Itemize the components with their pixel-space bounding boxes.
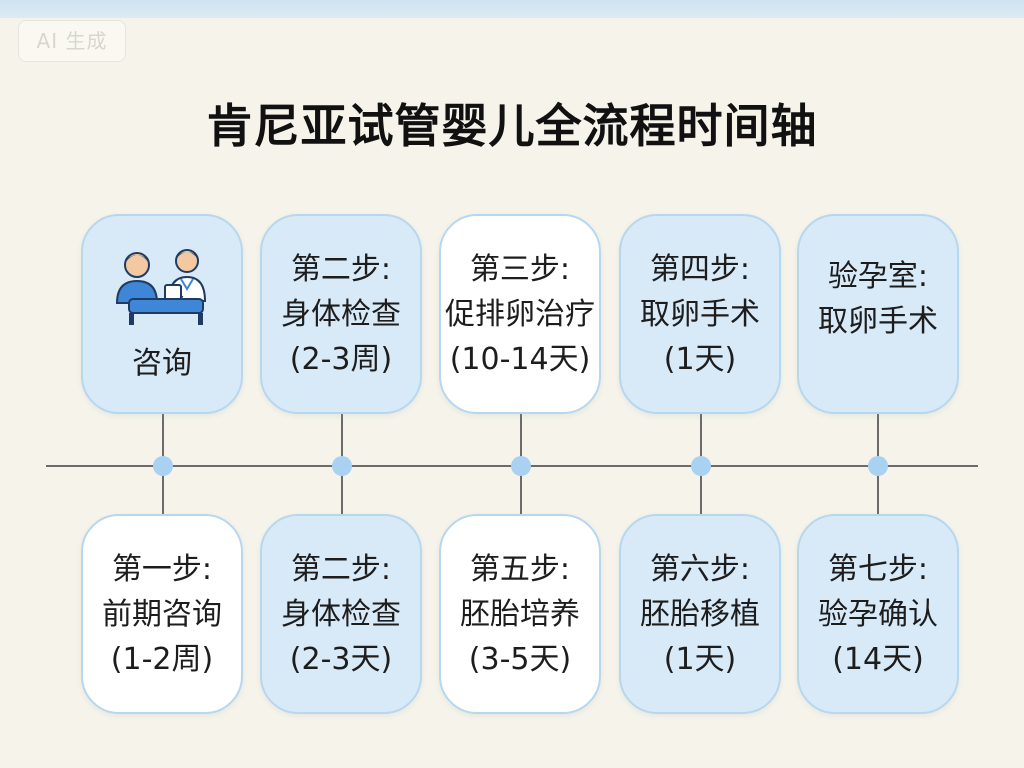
timeline-node bbox=[511, 456, 531, 476]
card-step-name: 身体检查 bbox=[281, 296, 401, 332]
card-step-duration: (3-5天) bbox=[468, 641, 572, 677]
bottom-card-step7: 第七步: 验孕确认 (14天) bbox=[797, 514, 959, 714]
card-step-label: 第二步: bbox=[290, 551, 392, 587]
card-step-name: 前期咨询 bbox=[102, 596, 222, 632]
top-band bbox=[0, 0, 1024, 18]
card-step-name: 取卵手术 bbox=[818, 304, 938, 339]
card-step-duration: (2-3周) bbox=[289, 341, 393, 377]
top-connector bbox=[520, 414, 522, 466]
timeline-node bbox=[691, 456, 711, 476]
top-card-step4: 第四步: 取卵手术 (1天) bbox=[619, 214, 781, 414]
top-connector bbox=[162, 414, 164, 466]
card-step-duration: (14天) bbox=[832, 641, 924, 677]
card-step-label: 第三步: bbox=[469, 251, 571, 287]
card-step-label: 第六步: bbox=[649, 551, 751, 587]
timeline-node bbox=[153, 456, 173, 476]
bottom-connector bbox=[520, 466, 522, 514]
card-step-name: 胚胎移植 bbox=[640, 596, 760, 632]
bottom-card-step5: 第五步: 胚胎培养 (3-5天) bbox=[439, 514, 601, 714]
doctor-patient-icon bbox=[115, 248, 207, 325]
bottom-connector bbox=[162, 466, 164, 514]
card-step-name: 取卵手术 bbox=[640, 296, 760, 332]
top-card-step3: 第三步: 促排卵治疗 (10-14天) bbox=[439, 214, 601, 414]
card-step-label: 第四步: bbox=[649, 251, 751, 287]
card-step-duration: (2-3天) bbox=[289, 641, 393, 677]
top-connector bbox=[700, 414, 702, 466]
card-step-name: 身体检查 bbox=[281, 596, 401, 632]
top-card-step2: 第二步: 身体检查 (2-3周) bbox=[260, 214, 422, 414]
bottom-card-step6: 第六步: 胚胎移植 (1天) bbox=[619, 514, 781, 714]
card-step-duration: (1-2周) bbox=[110, 641, 214, 677]
card-step-label: 第一步: bbox=[111, 551, 213, 587]
top-card-pregnancy-room: 验孕室: 取卵手术 bbox=[797, 214, 959, 414]
card-text: 咨询 bbox=[132, 345, 192, 381]
card-step-duration: (10-14天) bbox=[449, 341, 591, 377]
card-step-name: 胚胎培养 bbox=[460, 596, 580, 632]
top-card-consult: 咨询 bbox=[81, 214, 243, 414]
page-title: 肯尼亚试管婴儿全流程时间轴 bbox=[206, 99, 818, 153]
card-step-label: 第七步: bbox=[827, 551, 929, 587]
card-step-label: 第二步: bbox=[290, 251, 392, 287]
top-connector bbox=[877, 414, 879, 466]
timeline-node bbox=[868, 456, 888, 476]
top-connector bbox=[341, 414, 343, 466]
card-step-name: 验孕确认 bbox=[818, 596, 938, 632]
bottom-connector bbox=[341, 466, 343, 514]
card-step-duration: (1天) bbox=[663, 341, 737, 377]
card-step-name: 促排卵治疗 bbox=[445, 296, 595, 332]
bottom-card-step2: 第二步: 身体检查 (2-3天) bbox=[260, 514, 422, 714]
card-step-duration: (1天) bbox=[663, 641, 737, 677]
timeline-node bbox=[332, 456, 352, 476]
bottom-connector bbox=[700, 466, 702, 514]
card-step-label: 验孕室: bbox=[827, 259, 929, 294]
bottom-card-step1: 第一步: 前期咨询 (1-2周) bbox=[81, 514, 243, 714]
bottom-connector bbox=[877, 466, 879, 514]
ai-watermark: AI 生成 bbox=[18, 20, 126, 62]
card-step-label: 第五步: bbox=[469, 551, 571, 587]
